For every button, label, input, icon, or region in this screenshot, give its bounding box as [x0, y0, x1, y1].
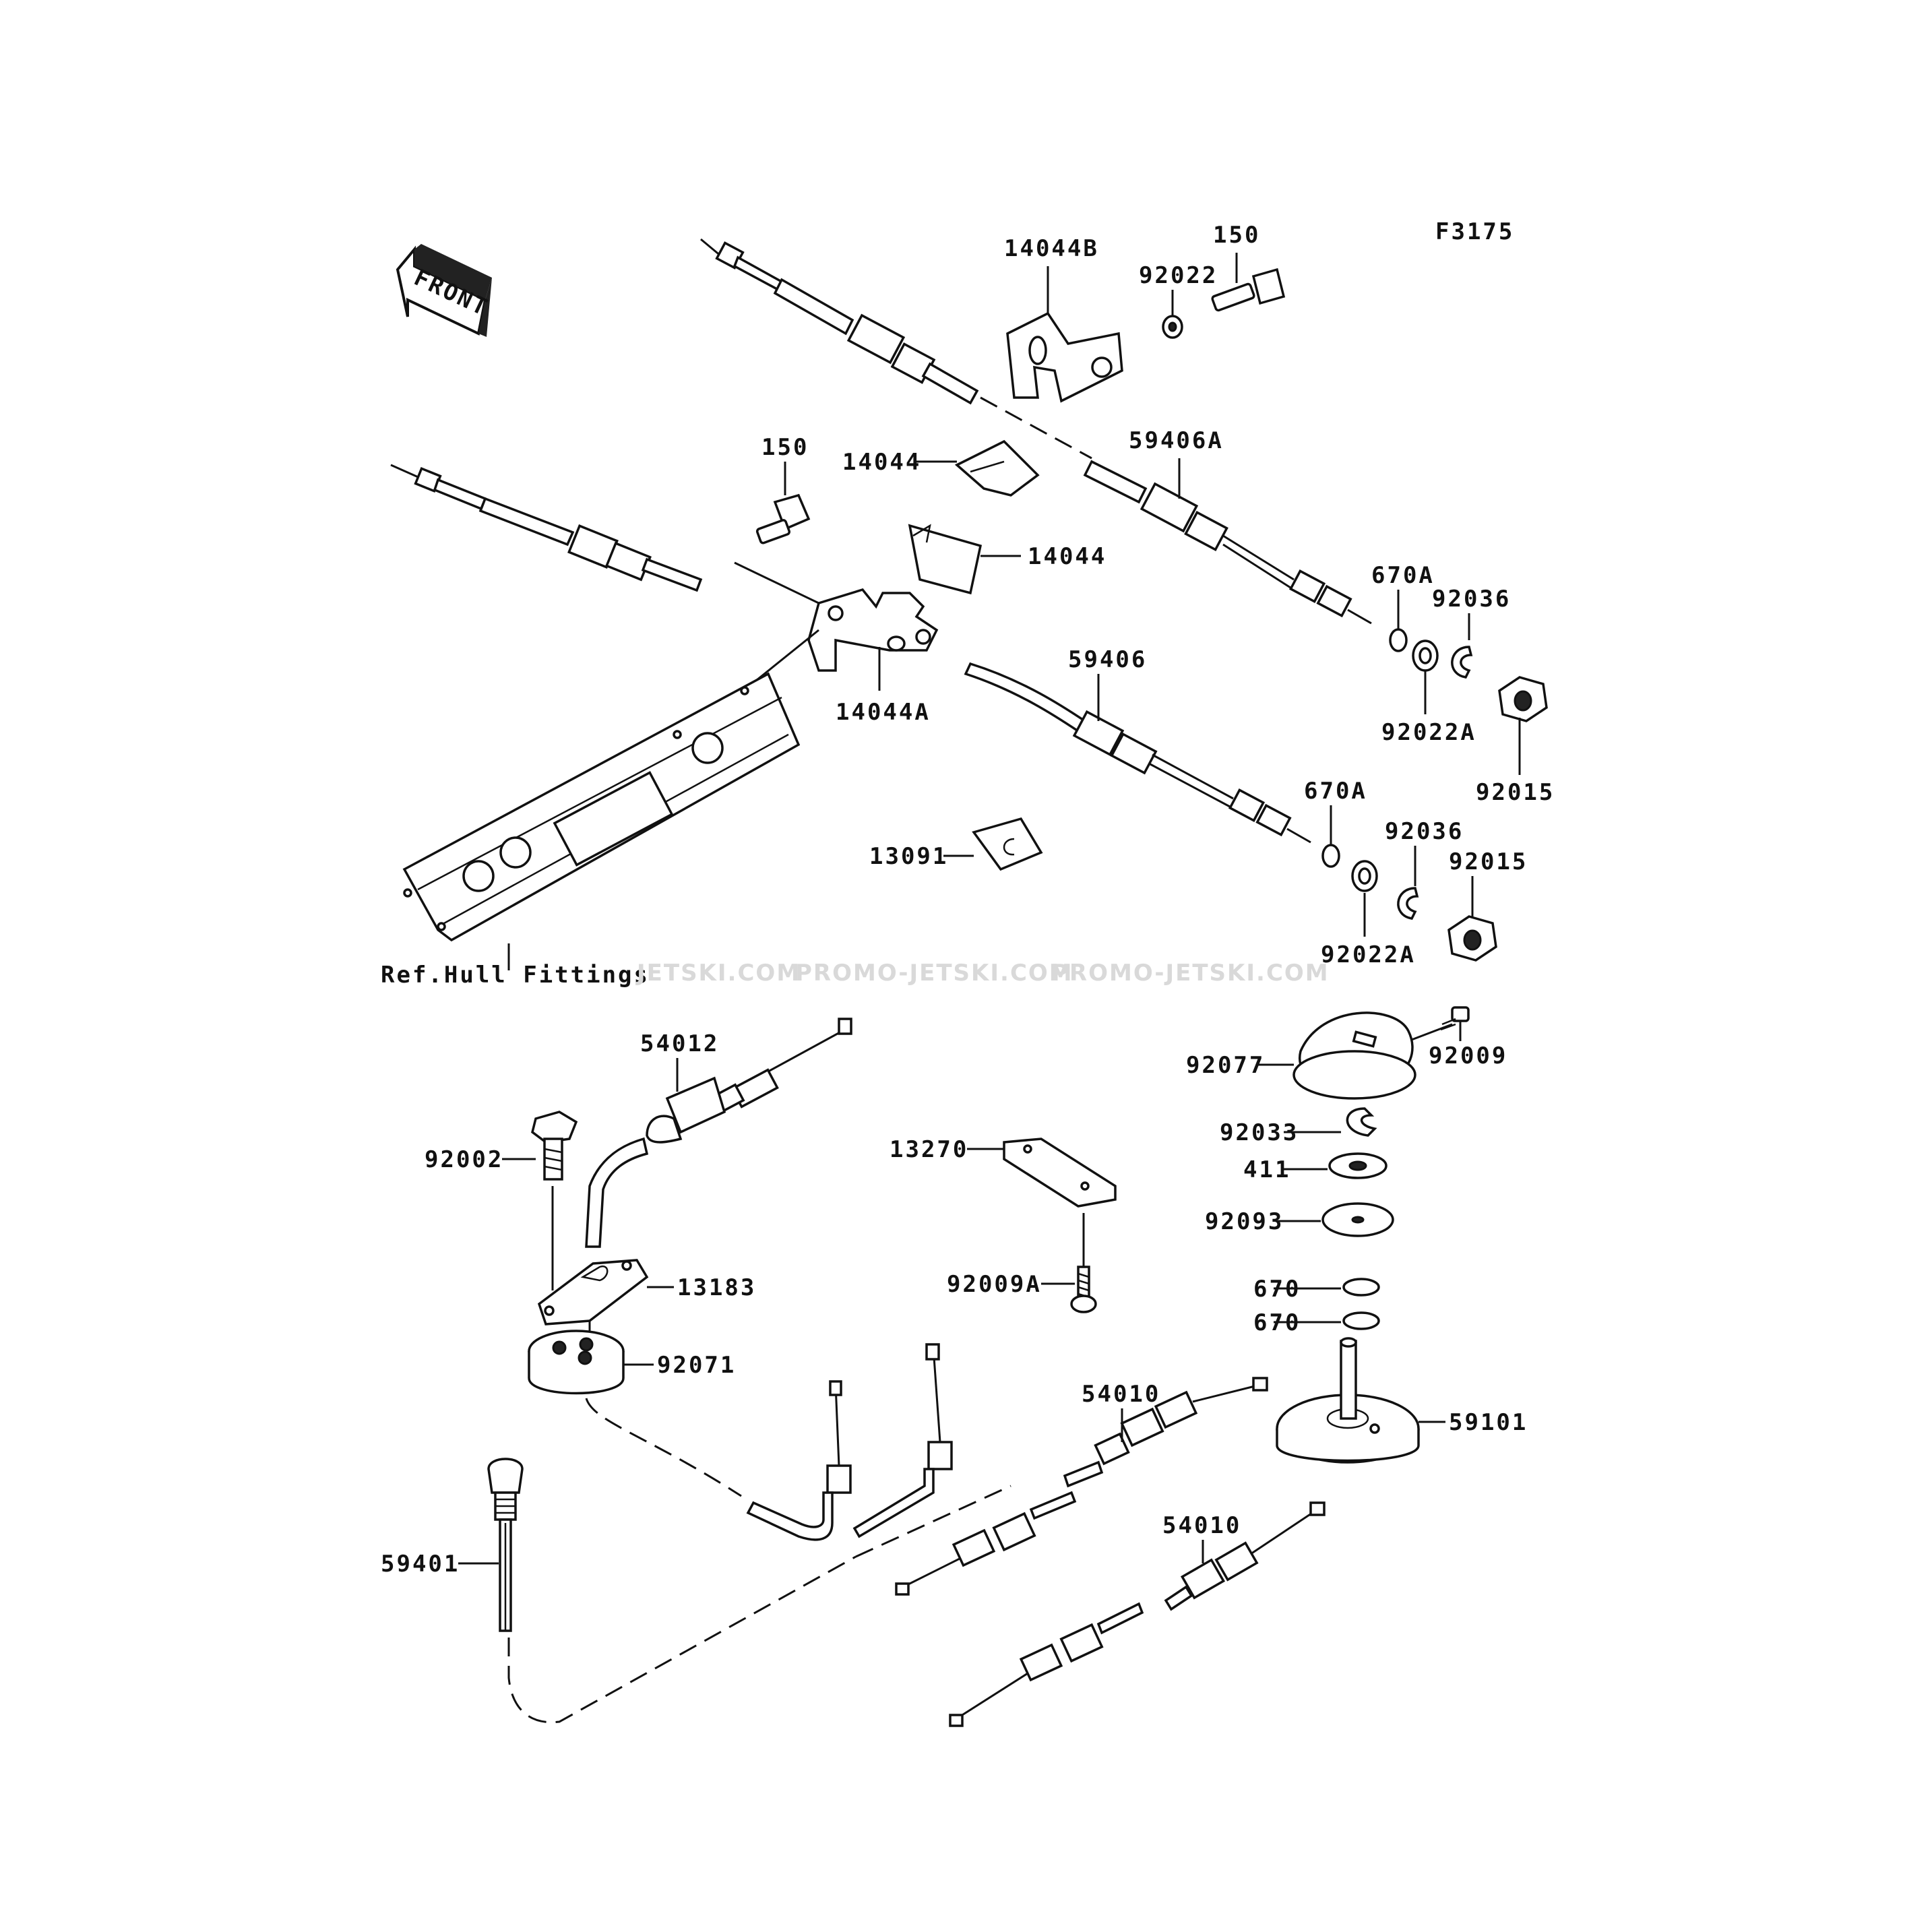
callout-92022A-upper: 92022A	[1381, 719, 1476, 746]
leader-lines	[458, 253, 1521, 1565]
cable-end-middle-left	[746, 1380, 852, 1541]
callout-92009: 92009	[1429, 1042, 1507, 1069]
callout-92009A: 92009A	[947, 1271, 1042, 1298]
washer-92093	[1321, 1202, 1394, 1237]
bolt-150-upper	[1211, 268, 1286, 312]
callout-92022A-lower: 92022A	[1321, 941, 1416, 968]
knob-59401	[487, 1458, 524, 1632]
callout-54012: 54012	[640, 1030, 719, 1057]
callout-670A-lower: 670A	[1304, 778, 1367, 805]
o-ring-670-upper	[1342, 1278, 1380, 1297]
watermark-text: PROMO-JETSKI.COM	[1051, 960, 1330, 987]
figure-code: F3175	[1435, 218, 1514, 245]
clip-92036-lower	[1397, 887, 1419, 920]
bolt-150-lower	[755, 493, 811, 544]
callout-670-upper: 670	[1253, 1276, 1301, 1303]
callout-670A-upper: 670A	[1371, 562, 1435, 589]
base-59101	[1276, 1337, 1420, 1464]
callout-92036-upper: 92036	[1432, 586, 1511, 613]
steering-cable-59406	[390, 464, 1311, 844]
grommet-92071	[528, 1330, 625, 1395]
clip-14044-lower	[908, 524, 983, 595]
callout-13270: 13270	[890, 1136, 968, 1163]
clip-92033	[1346, 1107, 1377, 1137]
throttle-cable-59406A	[700, 238, 1372, 625]
callout-92015-upper: 92015	[1476, 779, 1555, 806]
ref-hull-fittings-label: Ref.Hull Fittings	[381, 962, 650, 989]
callout-150-lower: 150	[761, 434, 809, 461]
plate-13183	[537, 1259, 649, 1326]
callout-14044-upper: 14044	[842, 449, 921, 476]
callout-670-lower: 670	[1253, 1309, 1301, 1336]
knob-92077	[1292, 1011, 1416, 1100]
callout-14044A: 14044A	[836, 699, 931, 726]
callout-150-upper: 150	[1213, 222, 1260, 249]
front-arrow-icon: FRONT	[396, 244, 493, 337]
clip-14044-upper	[954, 439, 1040, 497]
watermark-text: JETSKI.COM	[635, 960, 801, 987]
callout-92093: 92093	[1205, 1208, 1284, 1235]
callout-59406A: 59406A	[1129, 427, 1224, 454]
washer-411	[1328, 1152, 1388, 1179]
bracket-14044A	[807, 588, 939, 672]
callout-14044B: 14044B	[1004, 235, 1099, 262]
callout-59401: 59401	[381, 1551, 460, 1578]
callout-14044-lower: 14044	[1028, 543, 1107, 570]
callout-54010-upper: 54010	[1082, 1381, 1160, 1408]
callout-92036-lower: 92036	[1385, 818, 1464, 845]
choke-cable-54012	[585, 1018, 852, 1248]
o-ring-670-lower	[1342, 1311, 1380, 1330]
bolt-92002	[531, 1111, 578, 1181]
screw-92009A	[1070, 1266, 1097, 1313]
cable-end-middle-right	[852, 1343, 953, 1538]
callout-59406: 59406	[1068, 646, 1147, 673]
callout-labels: 14044B 92022 150 150 14044 14044 59406A …	[381, 222, 1555, 1578]
cable-54010-upper	[895, 1377, 1268, 1596]
hull-fitting-panel	[402, 672, 801, 942]
washer-92022A-lower	[1351, 860, 1378, 892]
callout-411: 411	[1243, 1156, 1290, 1183]
nut-92015-lower	[1447, 915, 1497, 962]
plate-13270	[1003, 1138, 1117, 1208]
nut-92015-upper	[1498, 676, 1548, 722]
guide-line	[855, 1485, 1011, 1558]
grommet-13091	[972, 817, 1043, 871]
o-ring-670A-lower	[1321, 844, 1340, 868]
guide-line	[507, 1555, 856, 1724]
callout-92071: 92071	[657, 1352, 736, 1379]
o-ring-670A-upper	[1389, 628, 1408, 652]
washer-92022A-upper	[1412, 640, 1439, 672]
callout-92015-lower: 92015	[1449, 848, 1528, 875]
callout-13183: 13183	[677, 1274, 756, 1301]
callout-92002: 92002	[425, 1146, 503, 1173]
clip-92036-upper	[1451, 646, 1473, 679]
washer-92022	[1162, 315, 1183, 339]
callout-13091: 13091	[869, 843, 948, 870]
callout-59101: 59101	[1449, 1409, 1528, 1436]
bracket-14044B	[1006, 311, 1123, 403]
callout-54010-lower: 54010	[1162, 1512, 1241, 1539]
watermark: JETSKI.COM PROMO-JETSKI.COM PROMO-JETSKI…	[635, 960, 1330, 987]
callout-92077: 92077	[1186, 1052, 1265, 1079]
watermark-text: PROMO-JETSKI.COM	[795, 960, 1073, 987]
cable-54010-lower	[949, 1501, 1326, 1727]
guide-line	[585, 1398, 742, 1497]
callout-92022: 92022	[1139, 262, 1218, 289]
callout-92033: 92033	[1220, 1119, 1299, 1146]
